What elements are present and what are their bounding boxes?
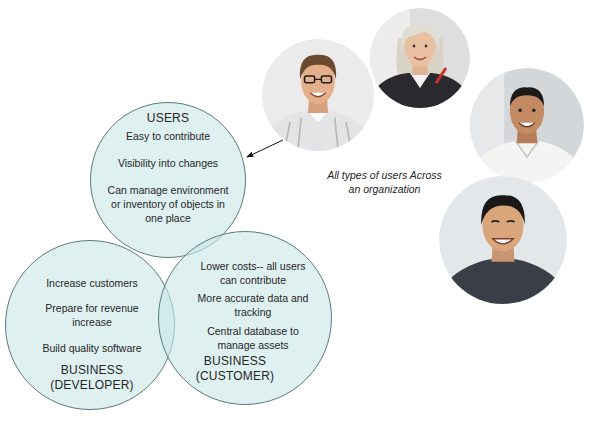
photo-man-smiling	[439, 176, 567, 304]
circle-text: More accurate data and tracking	[193, 291, 313, 319]
text-column: Increase customersPrepare for revenue in…	[5, 276, 175, 393]
venn-circle: Lower costs-- all users can contributeMo…	[158, 231, 332, 405]
text-column: Lower costs-- all users can contributeMo…	[158, 259, 332, 384]
circle-text: Central database to manage assets	[198, 324, 308, 352]
circle-text: Can manage environment or inventory of o…	[104, 183, 232, 225]
circle-heading: BUSINESS (CUSTOMER)	[185, 354, 285, 384]
pointer-arrow	[247, 140, 283, 157]
circle-heading: BUSINESS (DEVELOPER)	[42, 363, 142, 393]
text-column: USERS Easy to contributeVisibility into c…	[90, 111, 246, 225]
photo-man-shirt	[470, 68, 584, 182]
label-holder: All types of users Across an organizatio…	[325, 168, 444, 196]
photo-man-glasses	[262, 39, 374, 151]
circle-text: Lower costs-- all users can contribute	[193, 259, 313, 287]
circle-heading: USERS	[128, 111, 208, 126]
circle-text: Visibility into changes	[103, 156, 233, 170]
venn-circle: Increase customersPrepare for revenue in…	[5, 240, 175, 410]
circle-text: Easy to contribute	[103, 129, 233, 143]
circle-text: Increase customers	[32, 276, 152, 290]
circle-text: Prepare for revenue increase	[36, 301, 148, 329]
caption-note: All types of users Across an organizatio…	[325, 168, 444, 196]
circle-text: Build quality software	[27, 341, 157, 355]
photo-woman	[370, 8, 470, 108]
